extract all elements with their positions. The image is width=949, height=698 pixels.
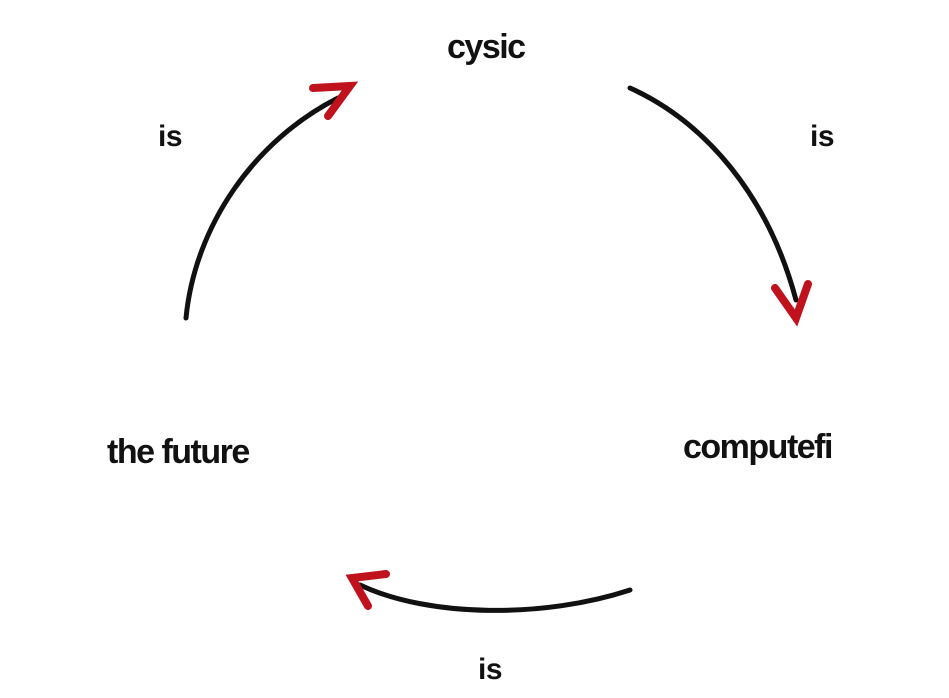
edge-label-top-left: is (158, 120, 183, 153)
node-label-left: the future (107, 433, 250, 471)
arrow-top-to-right (627, 85, 812, 327)
node-label-right: computefi (683, 428, 833, 466)
arrow-top-to-right-head (771, 280, 812, 327)
arrow-right-to-left-line (357, 582, 633, 613)
arrow-right-to-left-head (345, 570, 390, 610)
edge-label-bottom: is (478, 653, 503, 686)
arrow-right-to-left (345, 570, 633, 613)
arrow-left-to-top (183, 81, 359, 321)
arrow-top-to-right-line (627, 85, 799, 303)
edge-label-top-right: is (810, 120, 835, 153)
arrow-left-to-top-head (309, 81, 359, 120)
node-label-top: cysic (447, 28, 526, 66)
arrow-left-to-top-line (183, 95, 341, 321)
